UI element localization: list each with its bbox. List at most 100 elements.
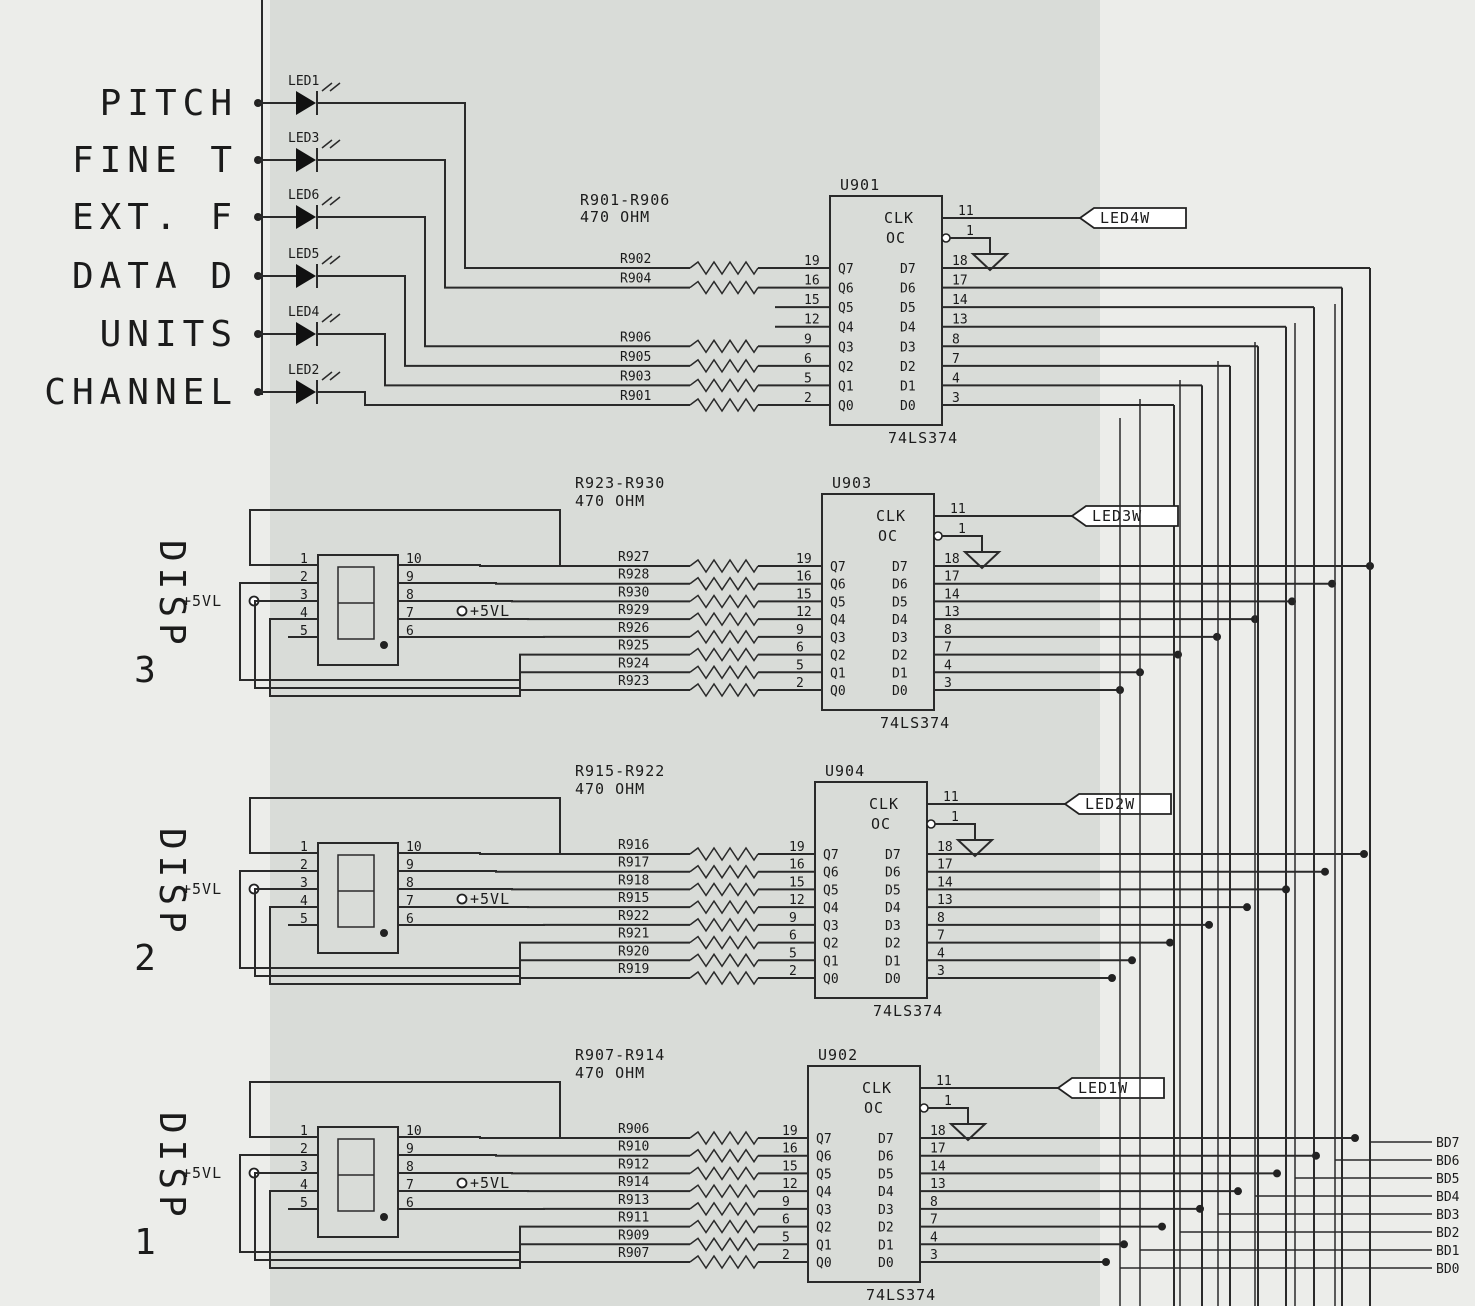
pin-number: 3 (930, 1248, 938, 1263)
wire (269, 906, 690, 985)
seg-pin-number: 3 (300, 1160, 308, 1175)
paper-shadow-band (270, 0, 1100, 1306)
resistor-ref: R923 (618, 674, 649, 689)
pin-number: 6 (789, 929, 797, 944)
pin-name-d: D6 (900, 282, 916, 297)
junction-dot (1312, 1151, 1320, 1160)
resistor-ref: R927 (618, 550, 649, 565)
pin-name-d: D2 (892, 649, 908, 664)
wire (254, 600, 690, 689)
led-ref: LED4 (288, 305, 319, 320)
pin-name-d: D5 (885, 883, 901, 898)
pin-name-clk: CLK (869, 795, 899, 813)
led-ref: LED5 (288, 247, 319, 262)
pin-number: 7 (930, 1213, 938, 1228)
inversion-bubble (933, 531, 943, 541)
seg-pin-number: 4 (300, 894, 308, 909)
seven-segment-body (317, 842, 399, 954)
inversion-bubble (919, 1103, 929, 1113)
pin-number: 13 (952, 313, 968, 328)
pin-number: 14 (937, 875, 953, 890)
resistor-ref: R910 (618, 1140, 649, 1155)
supply-label: +5VL (182, 880, 222, 898)
resistor-ref: R905 (620, 350, 651, 365)
pin-number: 4 (930, 1230, 938, 1245)
chip-part-number: 74LS374 (880, 714, 950, 732)
junction-dot (1102, 1258, 1110, 1266)
wire (428, 582, 690, 585)
pin-number: 9 (796, 623, 804, 638)
supply-label: +5VL (470, 1174, 510, 1192)
pin-number: 7 (952, 352, 960, 367)
pin-number: 2 (804, 391, 812, 406)
pin-name-q: Q6 (823, 866, 839, 881)
pin-name-d: D7 (878, 1132, 894, 1147)
chip-ref: U904 (825, 762, 865, 780)
resistor-ref: R912 (618, 1157, 649, 1172)
led-signal-label: EXT. F (72, 197, 238, 238)
seg-pin-number: 9 (406, 1142, 414, 1157)
status-led-4: DATA D LED5 (72, 247, 341, 297)
wire (269, 1190, 690, 1269)
seven-segment-body (317, 554, 399, 666)
bus-label: BD7 (1436, 1136, 1459, 1151)
pin-number: 11 (950, 502, 966, 517)
inversion-bubble (941, 233, 951, 243)
junction-dot (1205, 920, 1213, 929)
seg-pin-number: 6 (406, 624, 414, 639)
seg-pin-number: 8 (406, 1160, 414, 1175)
pin-name-d: D0 (885, 972, 901, 987)
pin-name-d: D2 (878, 1221, 894, 1236)
resistor-zigzag (689, 952, 759, 968)
pin-number: 1 (944, 1094, 952, 1109)
led-diode-symbol (296, 205, 316, 229)
led-ref: LED3 (288, 131, 319, 146)
resistor-zigzag (689, 280, 759, 295)
resistor-zigzag (689, 378, 759, 393)
resistor-ref: R902 (620, 252, 651, 267)
display-number: 3 (134, 650, 162, 691)
pin-number: 12 (789, 893, 805, 908)
pin-number: 6 (804, 352, 812, 367)
seg-pin-number: 7 (406, 1178, 414, 1193)
resistor-ref: R925 (618, 639, 649, 654)
pin-number: 15 (782, 1159, 798, 1174)
resistor-ref: R906 (618, 1122, 649, 1137)
clock-net-label: LED2W (1085, 795, 1135, 813)
bus-label: BD1 (1436, 1244, 1459, 1259)
seg-pin-number: 10 (406, 1124, 422, 1139)
pin-name-q: Q0 (823, 972, 839, 987)
pin-number: 9 (789, 911, 797, 926)
resistor-value: 470 OHM (575, 492, 645, 510)
wire (239, 582, 690, 681)
junction-dot (1213, 632, 1221, 641)
pin-number: 16 (796, 570, 812, 585)
pin-number: 2 (782, 1248, 790, 1263)
seven-segment-digit (337, 566, 375, 640)
pin-number: 13 (930, 1177, 946, 1192)
pin-number: 19 (804, 254, 820, 269)
pin-name-q: Q5 (838, 301, 854, 316)
junction-dot (1108, 974, 1116, 982)
pin-name-oc: OC (871, 815, 891, 833)
led-ref: LED2 (288, 363, 319, 378)
pin-name-d: D1 (900, 379, 916, 394)
pin-number: 14 (944, 587, 960, 602)
seg-pin-number: 9 (406, 858, 414, 873)
clock-net-label: LED1W (1078, 1079, 1128, 1097)
pin-name-clk: CLK (876, 507, 906, 525)
led-signal-label: DATA D (72, 256, 238, 297)
resistor-zigzag (689, 594, 759, 609)
seg-pin-number: 6 (406, 912, 414, 927)
pin-number: 12 (782, 1177, 798, 1192)
junction-dot (380, 929, 388, 937)
pin-name-d: D1 (892, 666, 908, 681)
seg-pin-number: 1 (300, 1124, 308, 1139)
pin-number: 14 (952, 293, 968, 308)
pin-number: 18 (944, 552, 960, 567)
resistor-range: R901-R906 (580, 191, 670, 209)
